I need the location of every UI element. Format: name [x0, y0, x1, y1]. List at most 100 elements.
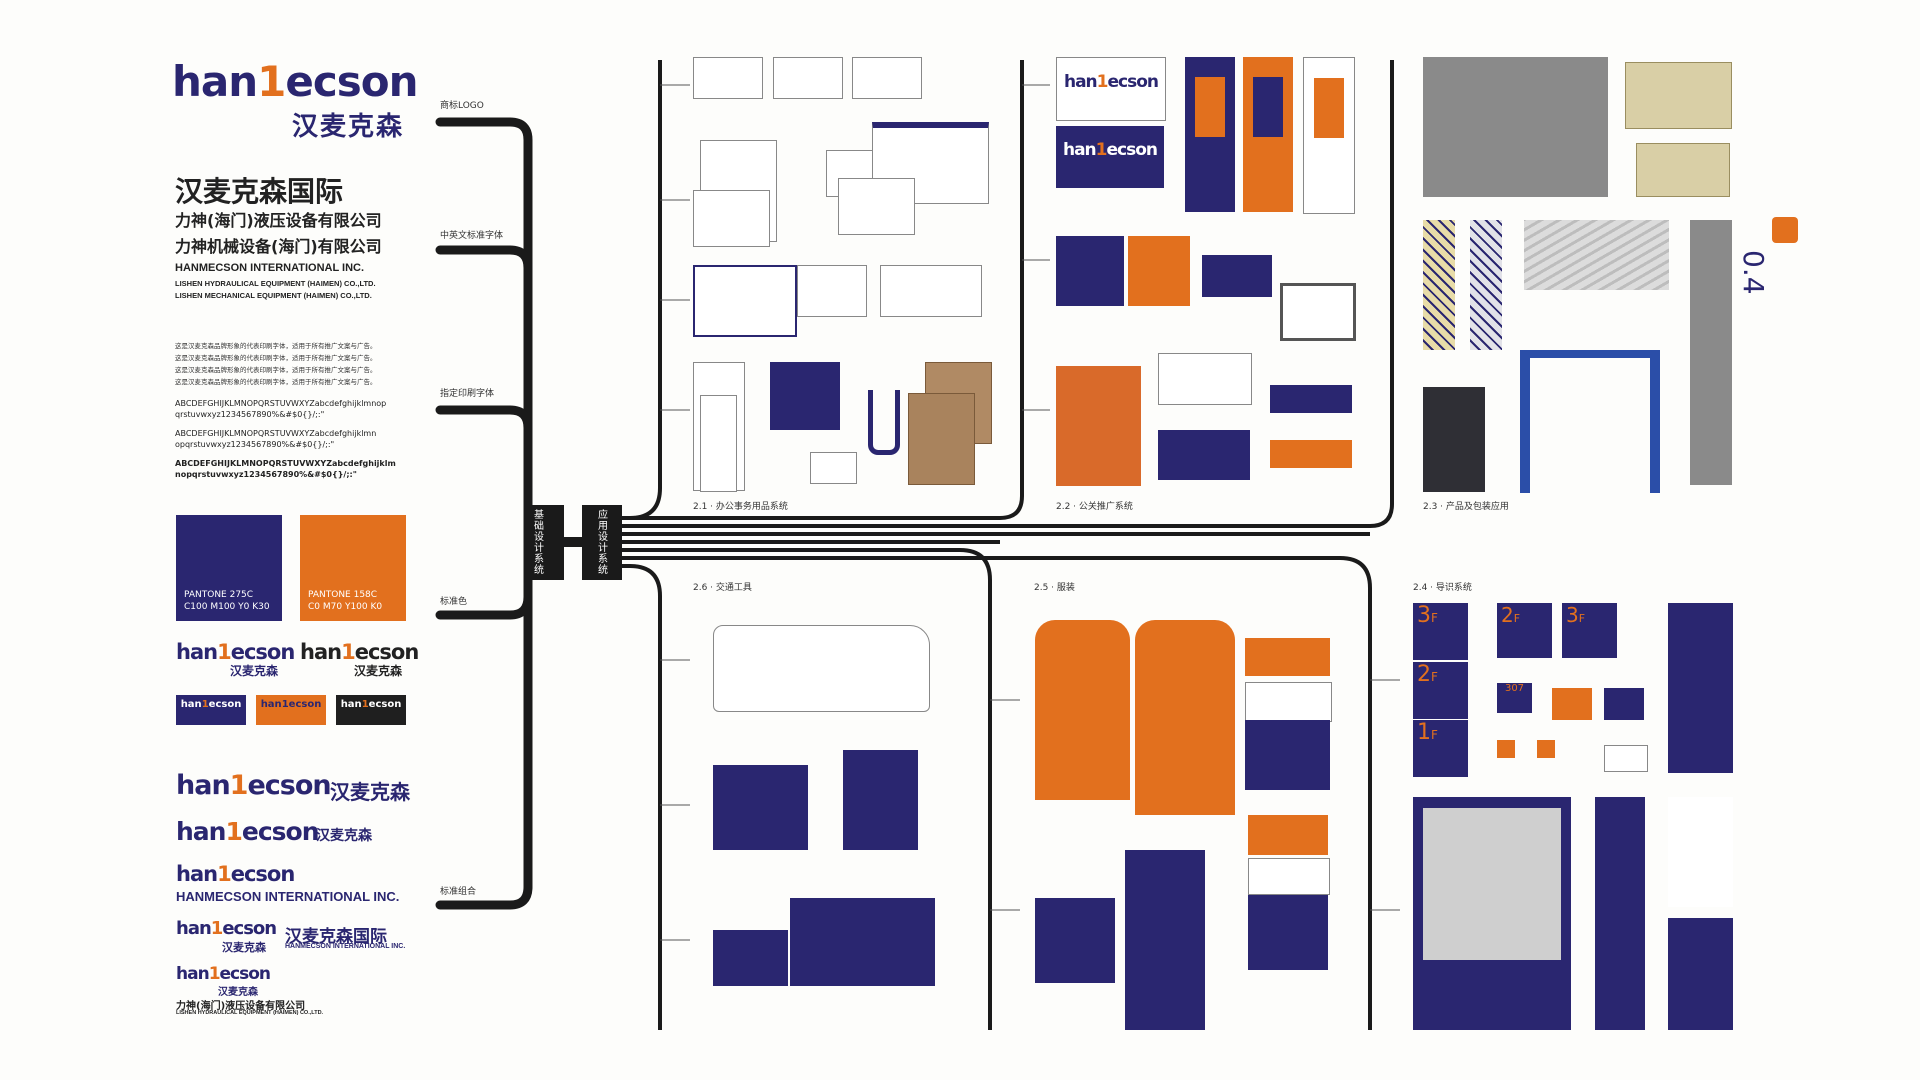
combo-stack-en: HANMECSON INTERNATIONAL INC. [176, 889, 400, 904]
promo-logo-navy: han1ecson [1056, 126, 1164, 188]
floor-sign-3f-small: 3F [1562, 603, 1617, 658]
alphabet-line: ABCDEFGHIJKLMNOPQRSTUVWXYZabcdefghijklm [175, 459, 396, 468]
direction-sign-navy [1668, 918, 1733, 1030]
swatch-orange-cmyk: C0 M70 Y100 K0 [308, 602, 383, 612]
billboard-navy [1158, 430, 1250, 480]
sign-small-orange [1270, 440, 1352, 468]
swatch-orange: PANTONE 158C C0 M70 Y100 K0 [300, 515, 406, 621]
app-system-title: 应用设计系统 [598, 510, 608, 576]
car-lift-product [1520, 350, 1660, 493]
sign-small [1270, 385, 1352, 413]
combo-horizontal-logo: han1ecson [176, 770, 332, 801]
form-sheet [797, 265, 867, 317]
company-cn-line2: 力神(海门)液压设备有限公司 [175, 211, 382, 230]
box-truck-cab [713, 930, 788, 986]
tape-pattern [1423, 220, 1455, 350]
logo-chip-navy: han1ecson [176, 695, 246, 725]
id-badge [810, 452, 857, 484]
section-label-2-1: 2.1 · 办公事务用品系统 [693, 502, 788, 512]
uniform-navy-overall [1125, 850, 1205, 1030]
branch-label-print-font: 指定印刷字体 [440, 389, 495, 399]
truck-front [843, 750, 918, 850]
logo-variant-navy-cn: 汉麦克森 [230, 664, 279, 678]
page-number: 0.4 [1737, 250, 1770, 295]
swatch-orange-pantone: PANTONE 158C [308, 590, 378, 600]
logo-en-rest: ecson [285, 57, 418, 106]
uniform-orange-jacket [1035, 620, 1130, 800]
document [700, 395, 737, 492]
section-label-2-4: 2.4 · 导识系统 [1413, 583, 1472, 593]
company-cn-title: 汉麦克森国际 [175, 175, 344, 208]
hanging-sign-orange [1552, 688, 1592, 720]
logo-one: 1 [257, 57, 286, 106]
combo-company-logo-cn: 汉麦克森 [218, 987, 258, 998]
hanging-sign-navy [1604, 688, 1644, 720]
business-card [773, 57, 843, 99]
floor-sign-1f: 1F [1413, 720, 1468, 777]
section-label-2-2: 2.2 · 公关推广系统 [1056, 502, 1133, 512]
poster [1056, 366, 1141, 486]
branch-label-fonts: 中英文标准字体 [440, 231, 504, 241]
swatch-navy-cmyk: C100 M100 Y0 K30 [184, 602, 270, 612]
floor-sign-2f: 2F [1413, 662, 1468, 719]
section-label-2-5: 2.5 · 服装 [1034, 583, 1075, 593]
tshirt-orange [1245, 638, 1330, 676]
branch-label-logo: 商标LOGO [440, 101, 484, 111]
site-map-board [1423, 808, 1561, 960]
alphabet-line: opqrstuvwxyz1234567890%&#$0{}/;:" [175, 440, 335, 449]
tshirt-white-2 [1248, 858, 1330, 895]
business-card [693, 57, 763, 99]
swatch-navy-pantone: PANTONE 275C [184, 590, 254, 600]
form-sheet [880, 265, 982, 317]
font-sample-line: 这是汉麦克森品牌形象的代表印刷字体，适用于所有推广文案与广告。 [175, 378, 377, 386]
shopping-bag [1128, 236, 1190, 306]
combo-horizontal-cn: 汉麦克森 [330, 780, 410, 804]
main-logo: han1ecson [172, 57, 419, 106]
combo-company-logo: han1ecson [176, 964, 271, 984]
envelope-navy [1202, 255, 1272, 297]
machine-product [1423, 387, 1485, 492]
combo-intl-en: HANMECSON INTERNATIONAL INC. [285, 943, 406, 950]
letterhead [693, 190, 770, 247]
page-number-icon [1772, 217, 1798, 243]
form-sheet [693, 265, 797, 337]
company-en-line2: LISHEN HYDRAULICAL EQUIPMENT (HAIMEN) CO… [175, 279, 376, 288]
combo-company-en: LISHEN HYDRAULICAL EQUIPMENT (HAIMEN) CO… [176, 1010, 324, 1016]
tshirt-navy-2 [1248, 895, 1328, 970]
logo-chip-black: han1ecson [336, 695, 406, 725]
room-sign: 307 [1497, 683, 1532, 713]
combo-intl-logo-cn: 汉麦克森 [222, 941, 266, 954]
branch-label-colors: 标准色 [440, 597, 468, 607]
section-label-2-6: 2.6 · 交通工具 [693, 583, 752, 593]
lanyard [868, 390, 900, 455]
uniform-navy-shirt [1035, 898, 1115, 983]
folder [770, 362, 840, 430]
floor-sign-3f: 3F [1413, 603, 1468, 660]
font-sample-line: 这是汉麦克森品牌形象的代表印刷字体，适用于所有推广文案与广告。 [175, 366, 377, 374]
banner-orange [1243, 57, 1293, 212]
alphabet-block: ABCDEFGHIJKLMNOPQRSTUVWXYZabcdefghijklmn… [175, 398, 420, 480]
banner-white [1303, 57, 1355, 214]
tshirt-white [1245, 682, 1332, 722]
van-white [713, 625, 930, 712]
small-sign [1497, 740, 1515, 758]
business-card [852, 57, 922, 99]
font-sample-line: 这是汉麦克森品牌形象的代表印刷字体，适用于所有推广文案与广告。 [175, 354, 377, 362]
small-sign [1537, 740, 1555, 758]
base-system-title: 基础设计系统 [534, 510, 544, 576]
logo-chip-orange: han1ecson [256, 695, 326, 725]
tshirt-orange-2 [1248, 815, 1328, 855]
box-truck [790, 898, 935, 986]
logo-variant-navy: han1ecson [176, 640, 295, 664]
uniform-orange-overall [1135, 620, 1235, 815]
swatch-navy: PANTONE 275C C100 M100 Y0 K30 [176, 515, 282, 621]
alphabet-line: nopqrstuvwxyz1234567890%&#$0{}/;:" [175, 470, 357, 479]
direction-pillar [1595, 797, 1645, 1030]
logo-variant-black: han1ecson [300, 640, 419, 664]
van-front [713, 765, 808, 850]
vertical-logo-banner [1690, 220, 1732, 485]
combo-intl-cn: 汉麦克森国际 [285, 927, 387, 947]
alphabet-line: ABCDEFGHIJKLMNOPQRSTUVWXYZabcdefghijklmn [175, 429, 377, 438]
company-cn-line3: 力神机械设备(海门)有限公司 [175, 237, 382, 256]
